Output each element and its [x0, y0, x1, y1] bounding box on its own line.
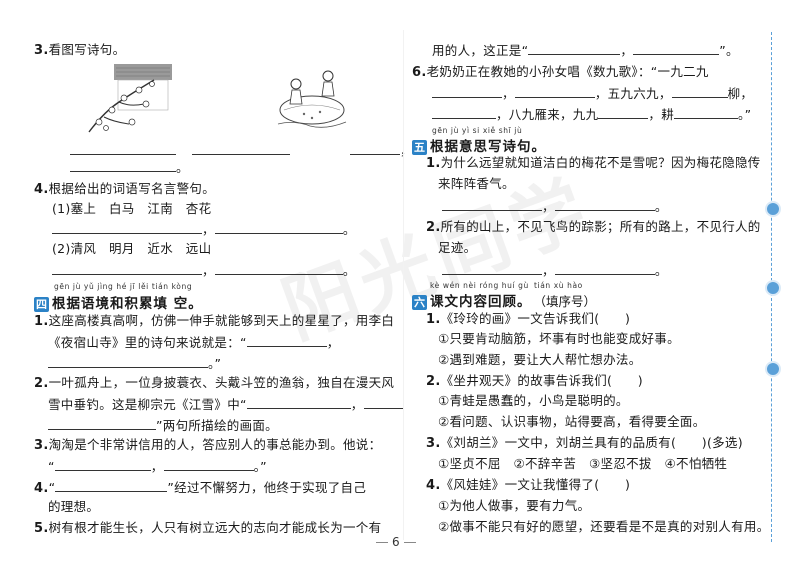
- q4-words-2: (2)清风 明月 近水 远山: [52, 241, 212, 256]
- s4-q6-line-1: 6.老奶奶正在教她的小孙女唱《数九歌》：“一九二九: [412, 64, 709, 80]
- column-divider: [403, 30, 404, 540]
- section-6-badge: 六: [412, 295, 427, 310]
- answer-blank[interactable]: [671, 85, 728, 98]
- s4-q1-line-3: 。”: [48, 355, 221, 372]
- answer-blank[interactable]: [246, 396, 351, 409]
- s6-q2-option-2: ②看问题、认识事物，站得要高，看得要全面。: [438, 414, 706, 429]
- s4-q5-continued: 用的人，这正是“，”。: [432, 42, 739, 58]
- q4-words-1: (1)塞上 白马 江南 杏花: [52, 201, 212, 216]
- s4-q4-line-1: 4.“”经过不懈努力，他终于实现了自己: [34, 479, 367, 496]
- section-5-badge: 五: [412, 140, 427, 155]
- answer-blank[interactable]: [363, 396, 404, 409]
- section-5-title: 根据意思写诗句。: [430, 139, 546, 155]
- answer-blank[interactable]: [633, 42, 720, 55]
- s5-q2-line-2: 足迹。: [438, 240, 477, 255]
- answer-blank[interactable]: [528, 42, 621, 55]
- section-6-pinyin: kè wén nèi róng huí gù: [430, 281, 529, 290]
- answer-blank[interactable]: [214, 221, 343, 234]
- s4-q6-line-3: ，八九雁来，九九，耕。”: [432, 106, 751, 123]
- answer-blank[interactable]: [54, 458, 151, 471]
- s6-q3-options: ①坚贞不屈 ②不辞辛苦 ③坚忍不拔 ④不怕牺牲: [438, 456, 728, 471]
- s5-q2-answer: ，。: [442, 262, 668, 279]
- s5-q1-line-2: 来阵阵香气。: [438, 176, 515, 191]
- answer-blank[interactable]: [432, 106, 496, 119]
- question-3: 3.看图写诗句。: [34, 42, 126, 58]
- s6-q1-option-1: ①只要肯动脑筋，坏事有时也能变成好事。: [438, 331, 680, 346]
- s4-q3-line-1: 3.淘淘是个非常讲信用的人，答应别人的事总能办到。他说：: [34, 437, 382, 453]
- s4-q3-line-2: “，。”: [48, 458, 267, 474]
- s5-q1-answer: ，。: [442, 198, 668, 215]
- answer-blank[interactable]: [442, 198, 542, 211]
- question-4: 4.根据给出的词语写名言警句。: [34, 181, 215, 197]
- answer-blank[interactable]: [55, 479, 168, 492]
- answer-blank[interactable]: [442, 262, 542, 275]
- answer-blank[interactable]: [163, 458, 254, 471]
- s5-q1-line-1: 1.为什么远望就知道洁白的梅花不是雪呢？因为梅花隐隐传: [426, 155, 761, 171]
- q3-answer-line-1: ，: [70, 142, 413, 159]
- q4-answer-1: ，。: [52, 221, 356, 238]
- answer-blank[interactable]: [674, 106, 739, 119]
- answer-blank[interactable]: [70, 159, 176, 172]
- q3-answer-line-2: 。: [70, 159, 189, 176]
- s4-q1-line-2: 《夜宿山寺》里的诗句来说就是：“，: [48, 334, 340, 350]
- s6-q4: 4.《风娃娃》一文让我懂得了( ): [426, 477, 631, 493]
- answer-blank[interactable]: [48, 417, 156, 430]
- pond-picture: [277, 70, 347, 128]
- s6-q1-option-2: ②遇到难题，要让大人帮忙想办法。: [438, 352, 642, 367]
- s6-q2-option-1: ①青蛙是愚蠢的，小鸟是聪明的。: [438, 393, 629, 408]
- answer-blank[interactable]: [246, 334, 327, 347]
- s4-q4-line-2: 的理想。: [48, 499, 100, 514]
- answer-blank[interactable]: [70, 142, 176, 155]
- section-5-pinyin: gēn jù yì si xiě shī jù: [432, 126, 523, 135]
- section-5-heading: 五 根据意思写诗句。: [412, 135, 546, 155]
- answer-blank[interactable]: [192, 142, 290, 155]
- answer-blank[interactable]: [52, 221, 202, 234]
- binding-hole: [765, 280, 781, 296]
- page-number: 6: [372, 535, 420, 549]
- q4-answer-2: ，。: [52, 262, 356, 279]
- section-6-title-suffix: （填序号）: [533, 294, 597, 309]
- answer-blank[interactable]: [214, 262, 343, 275]
- answer-blank[interactable]: [554, 198, 655, 211]
- section-6-pinyin-2: tián xù hào: [534, 281, 583, 290]
- s6-q4-option-2: ②做事不能只有好的愿望，还要看是不是真的对别人有用。: [438, 519, 770, 534]
- section-6-heading: 六 课文内容回顾。 （填序号）: [412, 290, 596, 310]
- s6-q2: 2.《坐井观天》的故事告诉我们( ): [426, 373, 643, 389]
- answer-blank[interactable]: [432, 85, 502, 98]
- s4-q5-line-1: 5.树有根才能生长，人只有树立远大的志向才能成长为一个有: [34, 520, 382, 536]
- plum-blossom-picture: [88, 64, 172, 133]
- binding-hole: [765, 361, 781, 377]
- answer-blank[interactable]: [350, 142, 400, 155]
- answer-blank[interactable]: [514, 85, 595, 98]
- answer-blank[interactable]: [598, 106, 649, 119]
- section-4-heading: 四 根据语境和积累填 空。: [34, 292, 203, 312]
- s4-q2-line-2: 雪中垂钓。这是柳宗元《江雪》中“，: [48, 396, 404, 413]
- s6-q3: 3.《刘胡兰》一文中，刘胡兰具有的品质有( )(多选): [426, 435, 743, 451]
- section-6-title: 课文内容回顾。: [430, 294, 532, 310]
- binding-hole: [765, 201, 781, 217]
- answer-blank[interactable]: [48, 355, 208, 368]
- s4-q1-line-1: 1.这座高楼真高啊，仿佛一伸手就能够到天上的星星了，用李白: [34, 313, 395, 329]
- s6-q4-option-1: ①为他人做事，要有力气。: [438, 498, 591, 513]
- answer-blank[interactable]: [554, 262, 655, 275]
- s4-q6-line-2: ，，五九六九，柳，: [432, 85, 753, 102]
- answer-blank[interactable]: [52, 262, 202, 275]
- section-4-badge: 四: [34, 297, 49, 312]
- s4-q2-line-3: ”两句所描绘的画面。: [48, 417, 278, 434]
- section-4-pinyin: gēn jù yǔ jìng hé jī lěi tián kòng: [54, 282, 193, 291]
- section-4-title: 根据语境和积累填 空。: [52, 296, 203, 312]
- s5-q2-line-1: 2.所有的山上，不见飞鸟的踪影；所有的路上，不见行人的: [426, 219, 761, 235]
- s4-q2-line-1: 2.一叶孤舟上，一位身披蓑衣、头戴斗笠的渔翁，独自在漫天风: [34, 375, 395, 391]
- s6-q1: 1.《玲玲的画》一文告诉我们( ): [426, 311, 631, 327]
